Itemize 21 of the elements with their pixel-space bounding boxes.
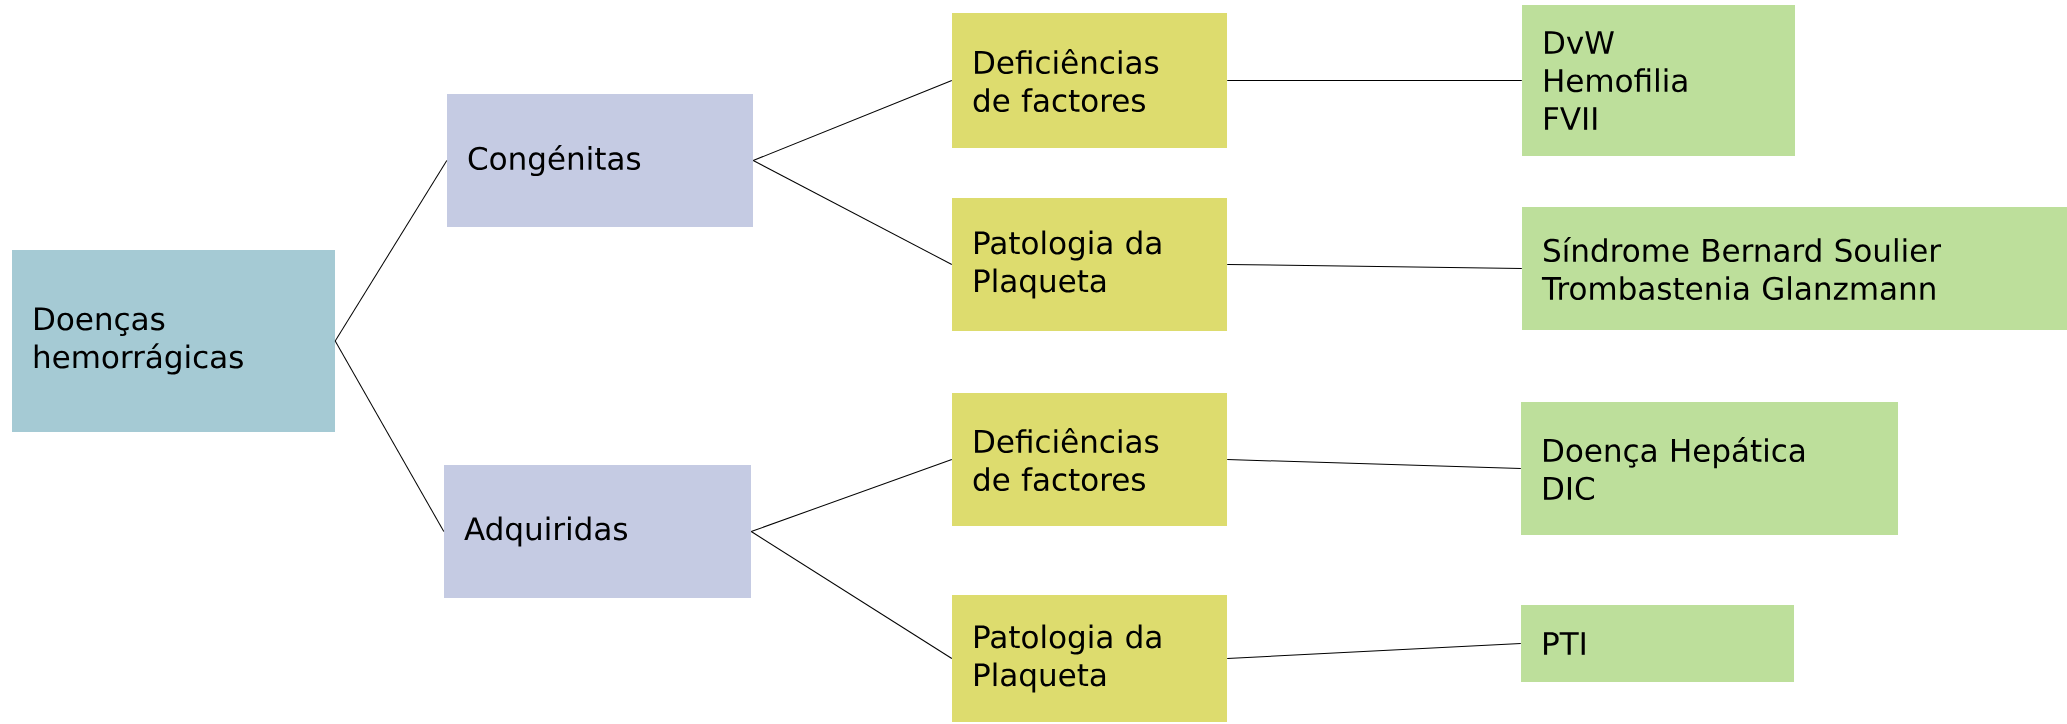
category-box: Adquiridas bbox=[444, 465, 751, 598]
category-box: Deficiências de factores bbox=[952, 393, 1227, 526]
category-box: Deficiências de factores bbox=[952, 13, 1227, 148]
connector-line bbox=[750, 531, 953, 659]
category-box: PTI bbox=[1521, 605, 1794, 682]
category-box: Patologia da Plaqueta bbox=[952, 198, 1227, 331]
category-box: DvW Hemofilia FVII bbox=[1522, 5, 1795, 156]
connector-line bbox=[1226, 643, 1522, 659]
connector-line bbox=[334, 160, 448, 342]
connector-line bbox=[752, 160, 953, 265]
connector-line bbox=[334, 340, 445, 532]
category-box: Síndrome Bernard Soulier Trombastenia Glanzmann bbox=[1522, 207, 2067, 330]
category-box: Doença Hepática DIC bbox=[1521, 402, 1898, 535]
category-box: Congénitas bbox=[447, 94, 753, 227]
connector-line bbox=[752, 80, 953, 161]
category-box: Doenças hemorrágicas bbox=[12, 250, 335, 432]
connector-line bbox=[1226, 80, 1523, 81]
connector-line bbox=[1226, 264, 1523, 269]
connector-line bbox=[1226, 459, 1522, 469]
category-box: Patologia da Plaqueta bbox=[952, 595, 1227, 722]
connector-line bbox=[750, 459, 953, 532]
